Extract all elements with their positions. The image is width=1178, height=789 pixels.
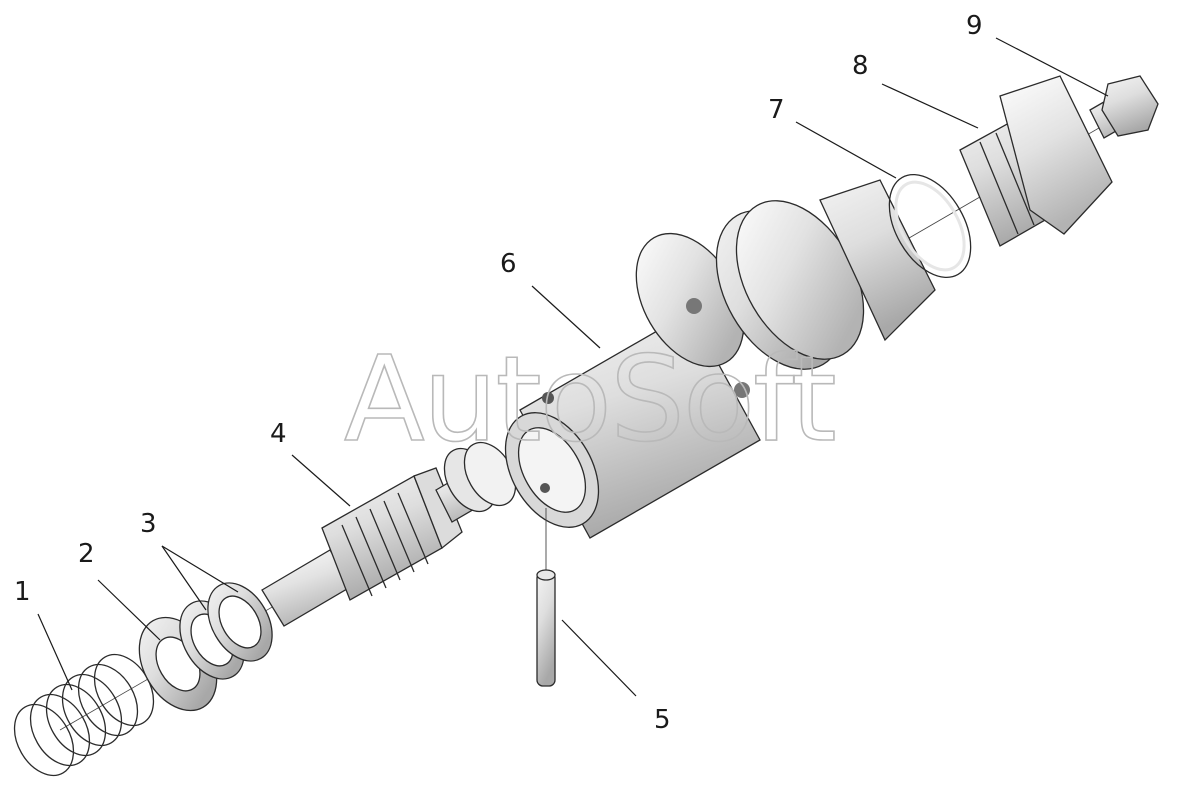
watermark: AutoSoft (344, 330, 835, 468)
callout-3: 3 (140, 509, 157, 539)
leader-lines (37, 37, 1109, 697)
callout-6: 6 (500, 249, 517, 279)
pin (536, 508, 556, 687)
valve-stem (261, 441, 517, 627)
callout-7: 7 (768, 95, 785, 125)
callout-2: 2 (78, 539, 95, 569)
adjusting-screw (1089, 75, 1159, 139)
callout-5: 5 (654, 705, 671, 735)
callout-8: 8 (852, 51, 869, 81)
shims (179, 582, 273, 680)
threaded-plug (959, 75, 1113, 247)
callout-1: 1 (14, 577, 31, 607)
retaining-ring (888, 173, 972, 279)
callout-4: 4 (270, 419, 287, 449)
spring (13, 653, 155, 777)
callout-labels: 1 2 3 4 5 6 7 8 9 (14, 11, 983, 735)
valve-body (504, 179, 936, 539)
callout-9: 9 (966, 11, 983, 41)
